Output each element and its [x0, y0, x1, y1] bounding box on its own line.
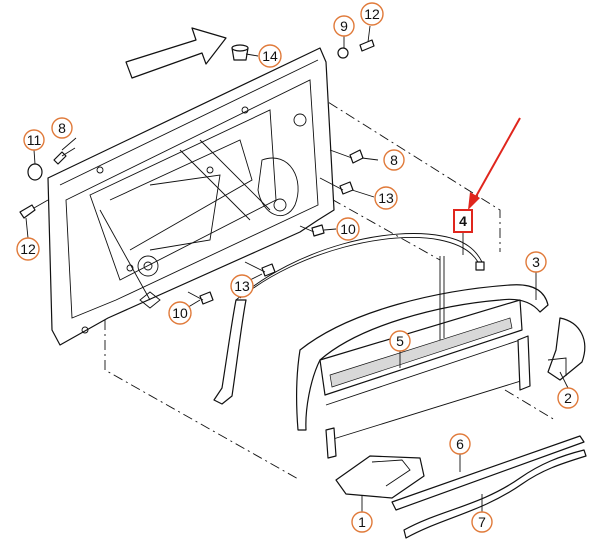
callout-3: 3 [525, 251, 547, 273]
svg-text:11: 11 [27, 132, 42, 148]
callout-9: 9 [333, 15, 355, 37]
callout-8-right: 8 [383, 149, 405, 171]
svg-text:12: 12 [20, 241, 36, 257]
svg-text:1: 1 [358, 514, 366, 530]
svg-text:8: 8 [390, 152, 398, 168]
part-1-bracket [335, 455, 425, 499]
svg-text:10: 10 [172, 305, 188, 321]
callout-6: 6 [449, 433, 471, 455]
callout-13-right: 13 [374, 186, 398, 210]
direction-arrow-icon [125, 27, 227, 79]
callout-10-right: 10 [336, 217, 360, 241]
part-7-strip [403, 449, 587, 539]
svg-text:13: 13 [234, 278, 250, 294]
callout-1: 1 [351, 511, 373, 533]
svg-text:14: 14 [262, 48, 278, 64]
svg-text:6: 6 [456, 436, 464, 452]
svg-text:13: 13 [378, 190, 394, 206]
highlight-arrow [468, 117, 521, 210]
callout-11: 11 [23, 129, 45, 151]
callout-14: 14 [258, 44, 282, 68]
svg-text:5: 5 [396, 333, 404, 349]
part-6-strip [391, 435, 585, 511]
callout-2: 2 [557, 387, 579, 409]
svg-text:4: 4 [459, 213, 467, 229]
svg-text:10: 10 [340, 221, 356, 237]
svg-text:2: 2 [564, 390, 572, 406]
callout-8-left: 8 [51, 117, 73, 139]
callout-7: 7 [471, 511, 493, 533]
callout-5: 5 [389, 330, 411, 352]
callout-12-top: 12 [360, 2, 384, 26]
callout-4: 4 [459, 213, 467, 229]
svg-text:8: 8 [58, 120, 66, 136]
svg-text:9: 9 [340, 18, 348, 34]
callout-12-left: 12 [16, 237, 40, 261]
window-frame [213, 256, 586, 459]
svg-text:3: 3 [532, 254, 540, 270]
callout-10-bottom: 10 [168, 301, 192, 325]
callout-leaders [25, 25, 569, 512]
highlight-box [453, 209, 473, 233]
svg-text:12: 12 [364, 6, 380, 22]
svg-text:7: 7 [478, 514, 486, 530]
part-4-seal-strip [235, 233, 485, 301]
door-panel [47, 47, 335, 346]
callout-13-bottom: 13 [230, 274, 254, 298]
